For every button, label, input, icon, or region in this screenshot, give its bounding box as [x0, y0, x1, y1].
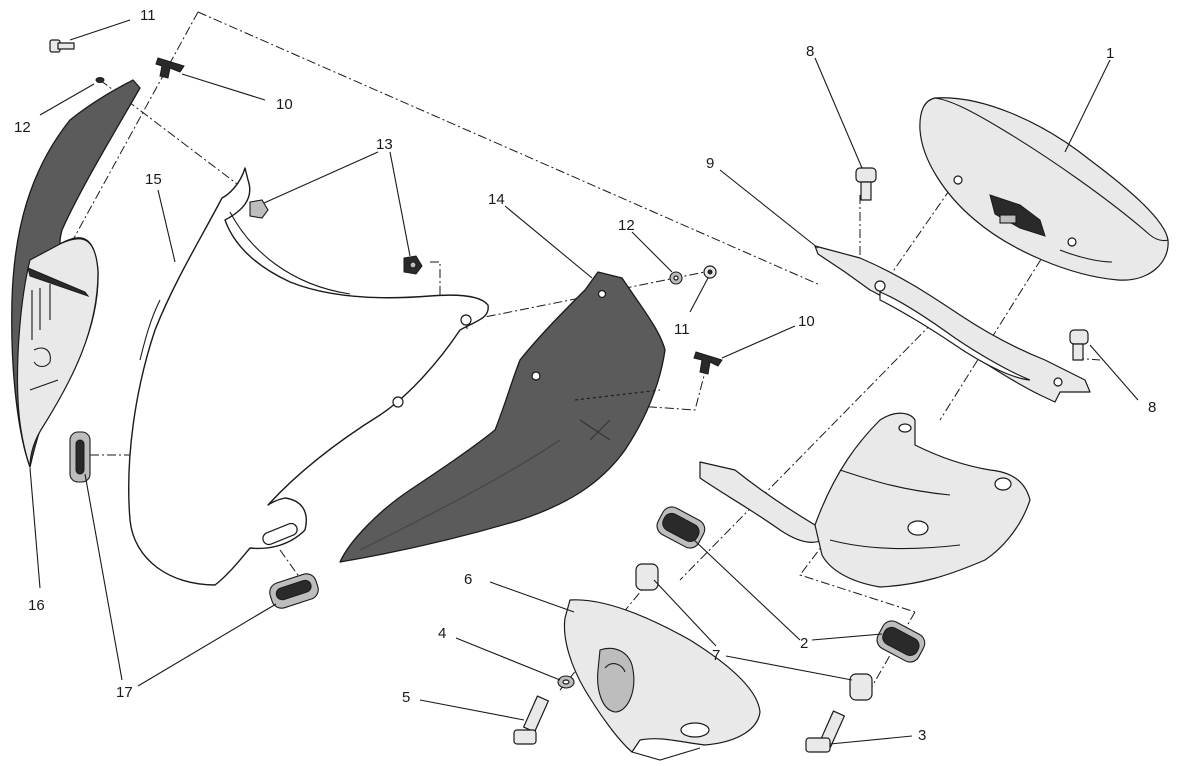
callout-14: 14	[488, 191, 505, 208]
part-13-nut-upper	[249, 199, 269, 219]
callout-8: 8	[806, 43, 814, 60]
part-1-instrument-cluster	[919, 97, 1169, 281]
part-2-grommet-lower	[876, 620, 926, 663]
callout-13: 13	[376, 136, 393, 153]
mount-bracket	[699, 412, 1031, 588]
part-17-grommet-bottom	[269, 573, 319, 609]
callout-5: 5	[402, 689, 410, 706]
part-8-bolt-upper	[855, 167, 877, 201]
callout-11: 11	[674, 321, 690, 338]
part-12-washer-upper	[95, 77, 105, 83]
part-15-screen	[128, 167, 489, 586]
callout-1: 1	[1106, 45, 1114, 62]
callout-2: 2	[800, 635, 808, 652]
callout-3: 3	[918, 727, 926, 744]
callout-labels: 11 12 10 13 15 14 12 11 9 8 1 10 8 16 17…	[14, 7, 1156, 744]
part-9-bracket	[814, 245, 1091, 403]
part-7-spacer-upper	[635, 563, 659, 591]
part-6-lower-cover	[563, 599, 761, 761]
callout-9: 9	[706, 155, 714, 172]
callout-6: 6	[464, 571, 472, 588]
part-16-left-side-panel	[11, 79, 141, 468]
callout-8: 8	[1148, 399, 1156, 416]
callout-10: 10	[798, 313, 815, 330]
part-10-clip-upper	[155, 57, 185, 79]
callout-11: 11	[140, 7, 156, 24]
callout-4: 4	[438, 625, 446, 642]
callout-12: 12	[14, 119, 31, 136]
part-8-bolt-right	[1069, 329, 1089, 361]
part-13-nut-lower	[403, 255, 423, 275]
callout-leader-lines	[29, 19, 1139, 745]
callout-10: 10	[276, 96, 293, 113]
part-3-screw	[805, 710, 845, 753]
callout-17: 17	[116, 684, 133, 701]
callout-12: 12	[618, 217, 635, 234]
callout-15: 15	[145, 171, 162, 188]
part-2-grommet-upper	[656, 506, 706, 549]
part-5-screw	[513, 695, 549, 745]
part-7-spacer-lower	[849, 673, 873, 701]
part-14-right-side-panel	[339, 271, 666, 563]
part-4-washer	[557, 675, 575, 689]
callout-7: 7	[712, 647, 720, 664]
part-10-clip-lower	[693, 351, 723, 375]
part-11-screw-mid	[703, 265, 717, 279]
part-17-grommet-side	[69, 431, 91, 483]
part-11-screw-upper	[49, 39, 75, 53]
callout-16: 16	[28, 597, 45, 614]
part-12-washer-mid	[669, 271, 683, 285]
